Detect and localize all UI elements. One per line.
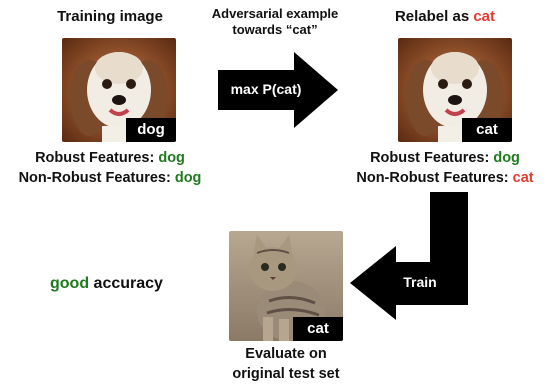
adversarial-arrow-icon: [218, 52, 338, 128]
relabel-nonrobust: Non-Robust Features: cat: [356, 170, 534, 186]
training-tag: dog: [126, 118, 176, 142]
dog-photo-relabel: cat: [398, 38, 512, 142]
dog-photo-training: dog: [62, 38, 176, 142]
training-nonrobust: Non-Robust Features: dog: [18, 170, 202, 186]
adversarial-arrow-label: max P(cat): [230, 81, 302, 97]
evaluate-caption: Evaluate on original test set: [232, 346, 340, 382]
cat-photo-evaluate: cat: [229, 231, 343, 341]
train-arrow-icon: [350, 192, 468, 320]
result-accuracy: good accuracy: [50, 275, 163, 292]
relabel-tag: cat: [462, 118, 512, 142]
evaluate-tag: cat: [293, 317, 343, 341]
training-title: Training image: [57, 8, 163, 25]
train-arrow-label: Train: [403, 274, 437, 290]
adversarial-caption: Adversarial example towards “cat”: [211, 6, 339, 37]
relabel-robust: Robust Features: dog: [370, 150, 520, 166]
training-robust: Robust Features: dog: [35, 150, 185, 166]
relabel-title: Relabel as cat: [394, 8, 496, 25]
